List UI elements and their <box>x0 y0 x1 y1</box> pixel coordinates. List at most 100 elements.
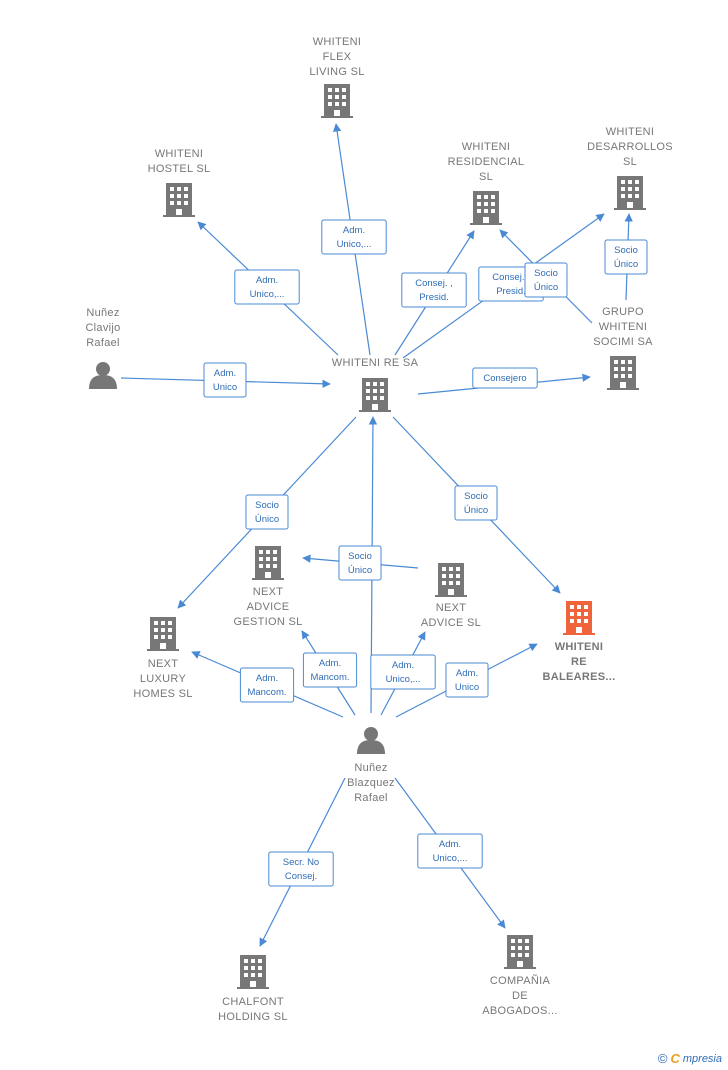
node-label: BALEARES... <box>543 671 616 683</box>
node-label: Rafael <box>354 792 388 804</box>
edge-label-box[interactable] <box>203 362 247 398</box>
edge-label-box[interactable] <box>234 269 300 305</box>
edge-blazquez-to-next_gestion[interactable]: Adm.Mancom. <box>301 630 358 716</box>
edge-label-text: Unico,... <box>386 674 421 685</box>
node-label: SL <box>623 156 637 168</box>
edge-label-box[interactable] <box>417 833 483 869</box>
building-icon <box>252 546 284 580</box>
node-whiteni-re[interactable]: WHITENI RE SA <box>332 357 419 412</box>
edge-label-box[interactable] <box>604 239 648 275</box>
node-label: NEXT <box>436 602 467 614</box>
edge-whiteni_re-to-hostel[interactable]: Adm.Unico,... <box>197 221 339 356</box>
edge-label-box[interactable] <box>268 851 334 887</box>
edge-label-text: Único <box>614 259 638 270</box>
edge-label-text: Socio <box>534 268 558 279</box>
edge-label-box[interactable] <box>321 219 387 255</box>
edge-label-text: Unico,... <box>433 853 468 864</box>
edge-label-text: Adm. <box>256 275 278 286</box>
building-icon <box>435 563 467 597</box>
edge-label-box[interactable] <box>472 367 538 389</box>
node-label: DE <box>512 990 528 1002</box>
node-label: WHITENI <box>462 141 511 153</box>
edge-whiteni_re-to-grupo[interactable]: Consejero <box>417 367 591 395</box>
edge-label-box[interactable] <box>302 652 358 688</box>
node-label: Nuñez <box>354 762 387 774</box>
node-compania[interactable]: COMPAÑIADEABOGADOS... <box>482 935 557 1017</box>
node-label: ADVICE <box>247 601 290 613</box>
node-label: Rafael <box>86 337 120 349</box>
building-icon <box>163 183 195 217</box>
node-label: HOMES SL <box>133 688 192 700</box>
edge-whiteni_re-to-residencial[interactable]: Consej. ,Presid. <box>394 230 475 356</box>
edge-label-text: Único <box>255 514 279 525</box>
building-icon <box>359 378 391 412</box>
node-label: FLEX <box>323 51 352 63</box>
edge-label-text: Socio <box>614 245 638 256</box>
node-label: CHALFONT <box>222 996 284 1008</box>
edge-blazquez-to-chalfont[interactable]: Secr. No Consej. <box>259 777 346 947</box>
edge-label-box[interactable] <box>245 494 289 530</box>
edge-label-box[interactable] <box>239 667 295 703</box>
edge-label-box[interactable] <box>445 662 489 698</box>
copyright-symbol: © <box>657 1051 668 1066</box>
edge-label-text: Mancom. <box>310 672 349 683</box>
edges-layer: Adm. Unico,... Adm. Unico,... Consej. ,Presi… <box>120 123 648 947</box>
edge-label-text: Consej. <box>285 871 317 882</box>
edge-whiteni_re-to-flex[interactable]: Adm.Unico,... <box>321 123 387 356</box>
node-flex[interactable]: WHITENI FLEX LIVING SL <box>309 36 364 118</box>
node-next-advice[interactable]: NEXT ADVICE SL <box>421 563 481 629</box>
edge-blazquez-to-baleares[interactable]: Adm.Unico <box>395 643 538 718</box>
node-label: LIVING SL <box>309 66 364 78</box>
edge-label-text: Unico <box>213 382 237 393</box>
edge-label-text: Socio <box>348 551 372 562</box>
edge-label-text: Socio <box>255 500 279 511</box>
edge-label-text: Secr. No <box>283 857 319 868</box>
node-label: NEXT <box>253 586 284 598</box>
node-label: Blazquez <box>347 777 395 789</box>
edge-label-box[interactable] <box>524 262 568 298</box>
edge-label-text: Adm. <box>456 668 478 679</box>
edge-label-box[interactable] <box>401 272 467 308</box>
node-label: WHITENI <box>599 321 648 333</box>
node-label: WHITENI <box>313 36 362 48</box>
edge-label-box[interactable] <box>338 545 382 581</box>
edge-label-box[interactable] <box>454 485 498 521</box>
building-icon <box>563 601 595 635</box>
node-label: WHITENI RE SA <box>332 357 419 369</box>
node-baleares[interactable]: WHITENIREBALEARES... <box>543 601 616 683</box>
edge-clavijo-to-whiteni_re[interactable]: Adm.Unico <box>120 362 331 398</box>
brand-name: mpresia <box>682 1052 722 1065</box>
node-grupo[interactable]: GRUPO WHITENI SOCIMI SA <box>593 306 653 390</box>
node-label: ADVICE SL <box>421 617 481 629</box>
building-icon <box>147 617 179 651</box>
edge-blazquez-to-compania[interactable]: Adm. Unico,... <box>394 777 506 929</box>
edge-label-text: Unico,... <box>337 239 372 250</box>
node-label: WHITENI <box>155 148 204 160</box>
node-label: WHITENI <box>606 126 655 138</box>
building-icon <box>237 955 269 989</box>
building-icon <box>470 191 502 225</box>
node-label: ABOGADOS... <box>482 1005 557 1017</box>
edge-blazquez-to-next_luxury[interactable]: Adm.Mancom. <box>191 651 344 718</box>
edge-blazquez-to-next_advice[interactable]: Adm.Unico,... <box>370 631 436 716</box>
node-label: GRUPO <box>602 306 644 318</box>
edge-label-text: Adm. <box>256 673 278 684</box>
edge-label-text: Adm. <box>439 839 461 850</box>
node-label: SOCIMI SA <box>593 336 653 348</box>
edge-label-box[interactable] <box>370 654 436 690</box>
